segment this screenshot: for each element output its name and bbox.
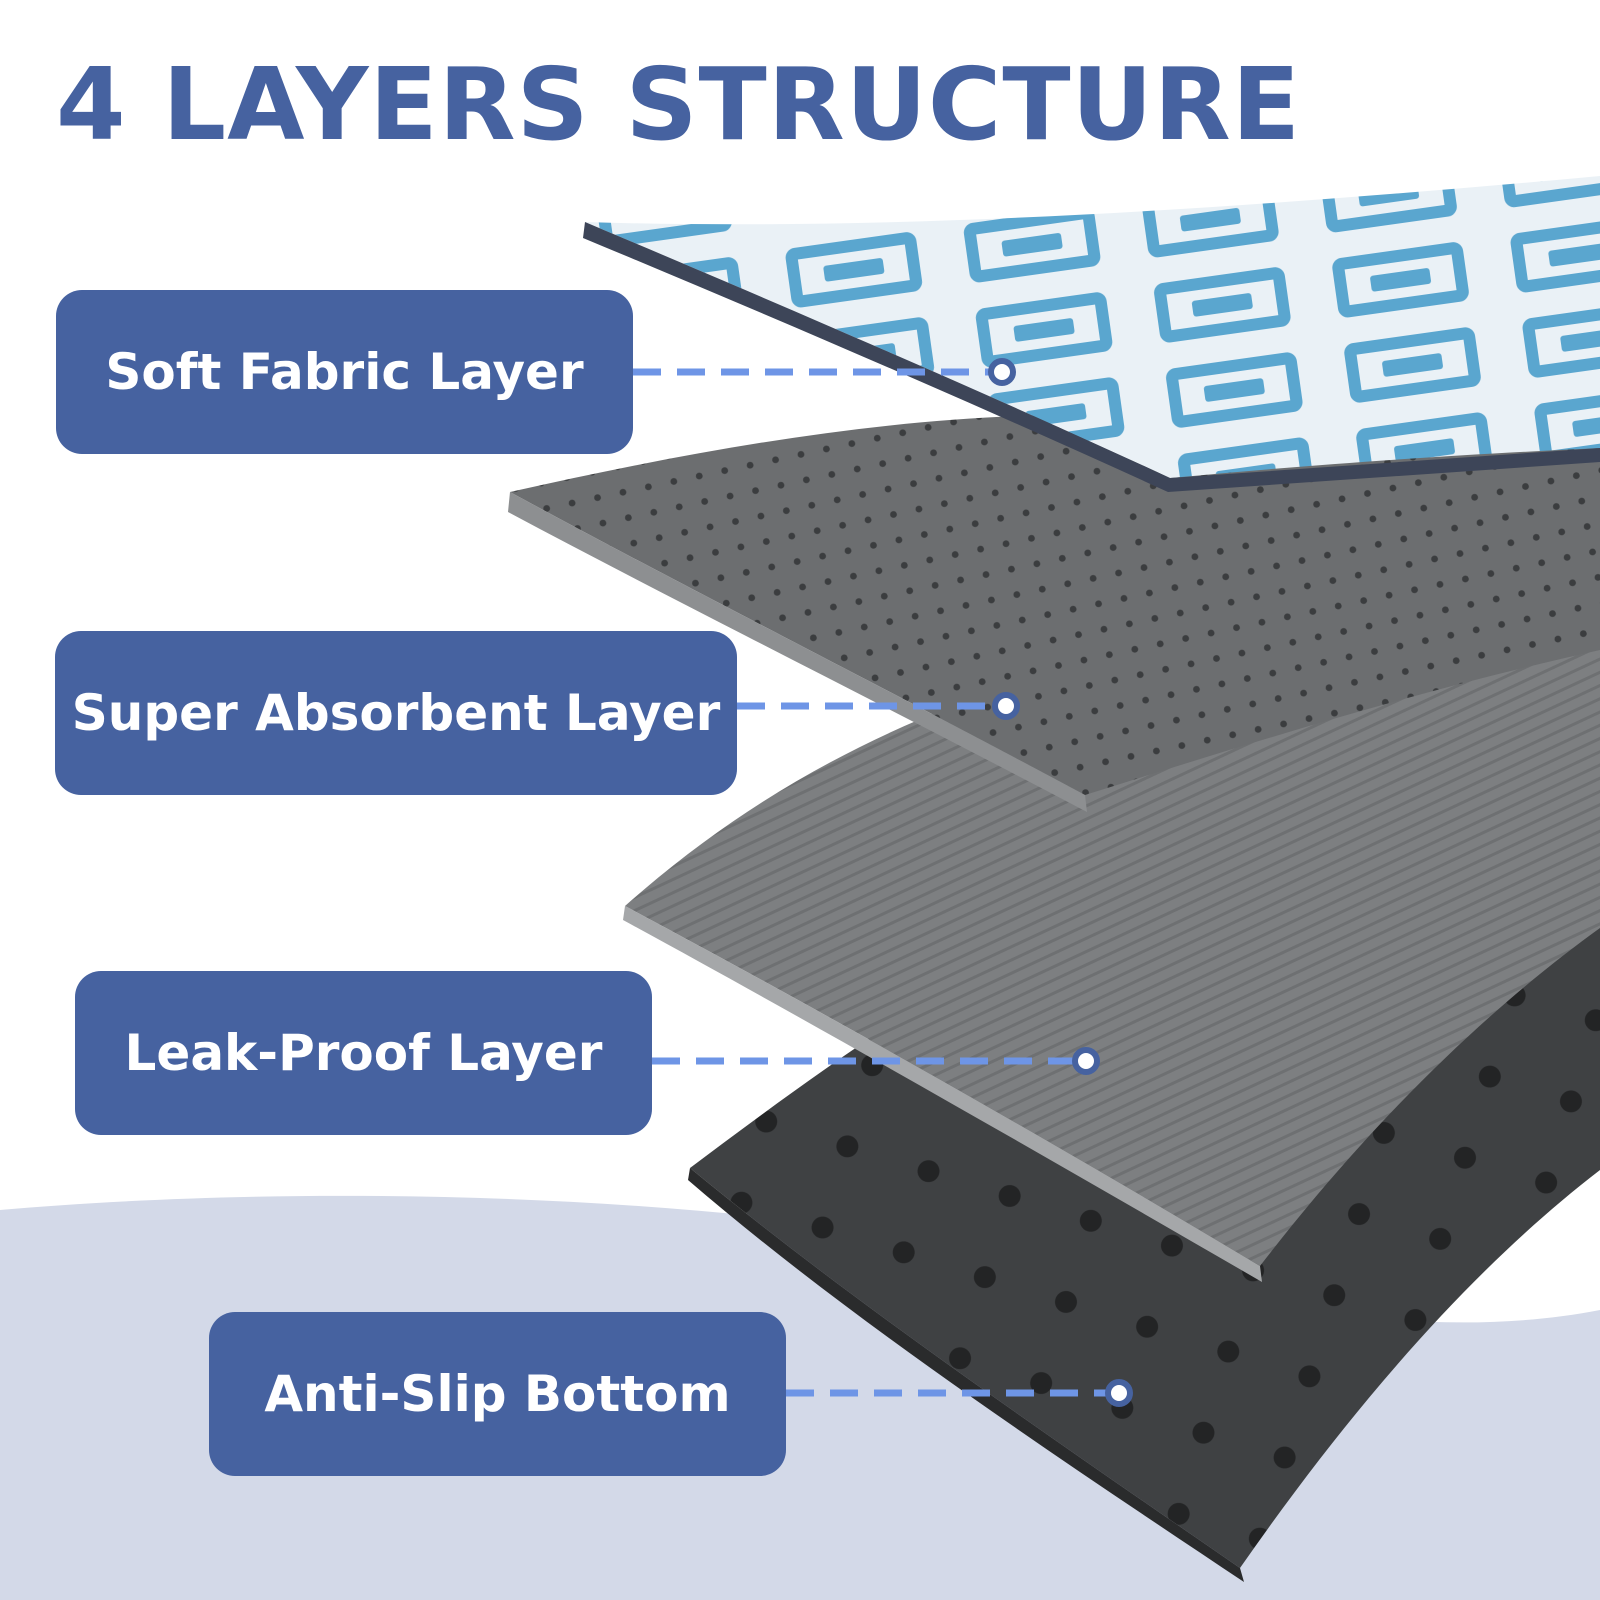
- label-leak-proof-layer: Leak-Proof Layer: [75, 971, 652, 1135]
- super-absorbent-layer: [510, 414, 1600, 795]
- connector-leak-proof-layer-dot: [1072, 1047, 1100, 1075]
- soft-fabric-layer-edge: [583, 222, 1600, 492]
- connector-soft-fabric-layer-dot: [988, 358, 1016, 386]
- leak-proof-layer-edge: [623, 906, 1262, 1282]
- label-leak-proof-layer-text: Leak-Proof Layer: [124, 1024, 603, 1082]
- label-anti-slip-bottom: Anti-Slip Bottom: [209, 1312, 786, 1476]
- leak-proof-layer: [625, 530, 1600, 1266]
- soft-fabric-layer: [585, 176, 1600, 478]
- super-absorbent-layer-edge: [508, 492, 1087, 812]
- connector-super-absorbent-layer-dot: [992, 692, 1020, 720]
- connector-soft-fabric-layer: [633, 358, 1016, 386]
- label-anti-slip-bottom-text: Anti-Slip Bottom: [264, 1365, 731, 1423]
- anti-slip-layer-edge: [688, 1168, 1244, 1582]
- label-super-absorbent-layer-text: Super Absorbent Layer: [71, 684, 721, 742]
- label-super-absorbent-layer: Super Absorbent Layer: [55, 631, 737, 795]
- connector-super-absorbent-layer: [737, 692, 1020, 720]
- connector-anti-slip-bottom: [786, 1379, 1133, 1407]
- label-soft-fabric-layer-text: Soft Fabric Layer: [105, 343, 584, 401]
- connector-leak-proof-layer: [652, 1047, 1100, 1075]
- connector-anti-slip-bottom-dot: [1105, 1379, 1133, 1407]
- page-title: 4 LAYERS STRUCTURE: [56, 46, 1302, 163]
- connector-lines: [633, 358, 1133, 1407]
- label-soft-fabric-layer: Soft Fabric Layer: [56, 290, 633, 454]
